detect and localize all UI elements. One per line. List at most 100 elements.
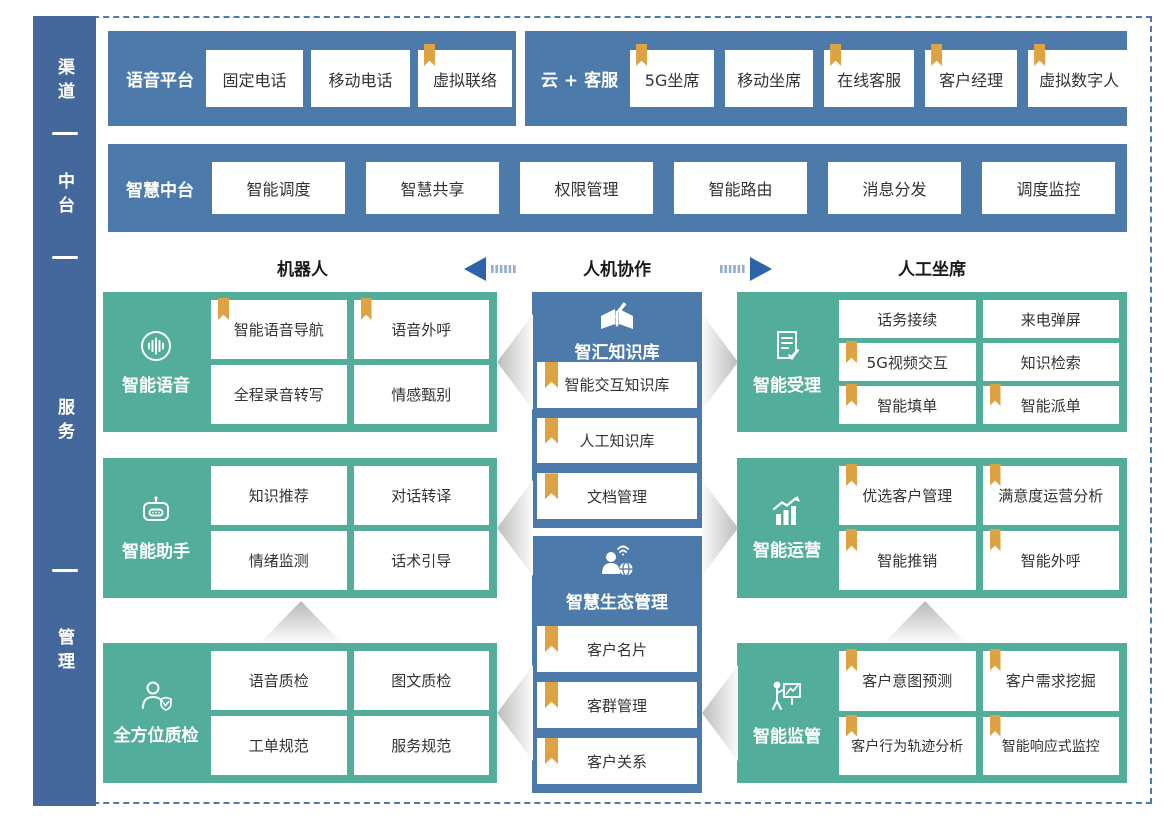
chevron-right-icon [702,480,738,576]
robot-icon [138,494,174,530]
chevron-right-icon [702,314,738,410]
arrow-right-icon [720,257,772,281]
feature-box: 对话转译 [353,466,489,525]
triangle-up-icon [884,601,966,643]
feature-box: 文档管理 [537,473,697,520]
smart-supervision-head: 智能监管 [737,643,837,783]
chevron-left-icon [702,665,738,761]
chevron-left-icon [497,665,533,761]
feature-box: 客群管理 [537,682,697,728]
channel-box: 在线客服 [824,44,915,107]
cloud-service-title: 云 + 客服 [541,71,619,91]
channel-box: 固定电话 [206,50,303,107]
feature-box: 全程录音转写 [211,365,347,424]
middle-box: 智慧共享 [366,162,499,214]
feature-box: 语音外呼 [353,298,489,359]
channel-box: 移动坐席 [725,50,814,107]
bookmark-icon [830,44,842,66]
bookmark-icon [846,529,857,551]
smart-operation-items: 优选客户管理 满意度运营分析 智能推销 智能外呼 [839,464,1119,590]
channel-box: 虚拟数字人 [1028,44,1131,107]
arrow-left-icon [464,257,516,281]
sidebar-label-channel: 渠道 [54,58,74,106]
feature-box: 情感甄别 [353,365,489,424]
feature-box: 工单规范 [211,716,347,775]
bookmark-icon [846,714,857,737]
middle-box: 智能调度 [212,162,345,214]
sidebar-label-middle: 中台 [54,172,74,220]
channel-box: 移动电话 [311,50,410,107]
smart-voice-head: 智能语音 [103,292,209,432]
bookmark-icon [545,362,558,388]
book-pencil-icon [595,300,639,334]
voice-platform-title: 语音平台 [126,71,194,91]
bookmark-icon [545,417,558,444]
bookmark-icon [636,44,648,66]
quality-check-block: 全方位质检 语音质检 图文质检 工单规范 服务规范 [103,643,497,783]
smart-assistant-block: 智能助手 知识推荐 对话转译 情绪监测 话术引导 [103,458,497,598]
ecosystem-head: 智慧生态管理 [532,536,702,613]
feature-box: 来电弹屏 [982,300,1119,338]
quality-check-head: 全方位质检 [103,643,209,783]
voice-platform-bar: 语音平台 固定电话 移动电话 虚拟联络 [108,31,516,126]
cloud-service-bar: 云 + 客服 5G坐席 移动坐席 在线客服 客户经理 虚拟数字人 [525,31,1131,126]
feature-box: 优选客户管理 [839,464,976,525]
feature-box: 话术引导 [353,531,489,590]
person-network-icon [595,544,639,584]
header-collaboration: 人机协作 [583,260,651,280]
chart-growth-icon [769,495,805,529]
knowledge-base-items: 智能交互知识库 人工知识库 文档管理 [537,362,697,520]
sidebar-label-management: 管理 [54,628,74,676]
bookmark-icon [545,626,558,652]
feature-box: 人工知识库 [537,417,697,464]
feature-box: 智能交互知识库 [537,362,697,408]
knowledge-base-head: 智汇知识库 [532,292,702,363]
sidebar-label-service: 服务 [54,398,74,446]
ecosystem-block: 智慧生态管理 客户名片 客群管理 客户关系 [532,536,702,793]
ecosystem-items: 客户名片 客群管理 客户关系 [537,626,697,784]
bookmark-icon [989,464,1001,486]
header-human-agent: 人工坐席 [898,260,966,280]
bookmark-icon [989,649,1001,671]
smart-supervision-items: 客户意图预测 客户需求挖掘 客户行为轨迹分析 智能响应式监控 [839,649,1119,775]
smart-voice-block: 智能语音 智能语音导航 语音外呼 全程录音转写 情感甄别 [103,292,497,432]
feature-box: 客户名片 [537,626,697,672]
sidebar-divider [51,132,78,135]
feature-box: 图文质检 [353,651,489,710]
chevron-left-icon [497,480,533,576]
feature-box: 智能填单 [839,384,976,424]
smart-operation-block: 智能运营 优选客户管理 满意度运营分析 智能推销 智能外呼 [737,458,1127,598]
document-check-icon [770,328,804,364]
bookmark-icon [424,44,435,66]
sidebar-divider [51,569,78,572]
block-title: 智能受理 [753,376,821,396]
feature-box: 客户行为轨迹分析 [839,714,976,775]
middle-box: 权限管理 [520,162,653,214]
channel-box: 客户经理 [925,44,1018,107]
block-title: 智能助手 [122,542,190,562]
block-title: 全方位质检 [113,726,199,746]
chevron-left-icon [497,314,533,410]
bookmark-icon [545,682,558,708]
sidebar: 渠道 中台 服务 管理 [33,16,96,806]
middle-box: 消息分发 [828,162,961,214]
feature-box: 知识推荐 [211,466,347,525]
triangle-up-icon [260,601,342,643]
feature-box: 智能外呼 [982,529,1119,590]
channel-box: 虚拟联络 [418,44,512,107]
bookmark-icon [545,738,558,764]
feature-box: 5G视频交互 [839,341,976,381]
channel-box: 5G坐席 [630,44,715,107]
bookmark-icon [846,341,857,363]
smart-acceptance-items: 话务接续 来电弹屏 5G视频交互 知识检索 智能填单 智能派单 [839,300,1119,424]
middle-box: 智能路由 [674,162,807,214]
block-title: 智能语音 [122,376,190,396]
smart-supervision-block: 智能监管 客户意图预测 客户需求挖掘 客户行为轨迹分析 智能响应式监控 [737,643,1127,783]
presenter-board-icon [769,679,805,715]
feature-box: 客户意图预测 [839,649,976,711]
bookmark-icon [846,384,857,406]
middle-platform-bar: 智慧中台 智能调度 智慧共享 权限管理 智能路由 消息分发 调度监控 [108,144,1127,232]
bookmark-icon [545,473,558,500]
feature-box: 知识检索 [982,343,1119,381]
